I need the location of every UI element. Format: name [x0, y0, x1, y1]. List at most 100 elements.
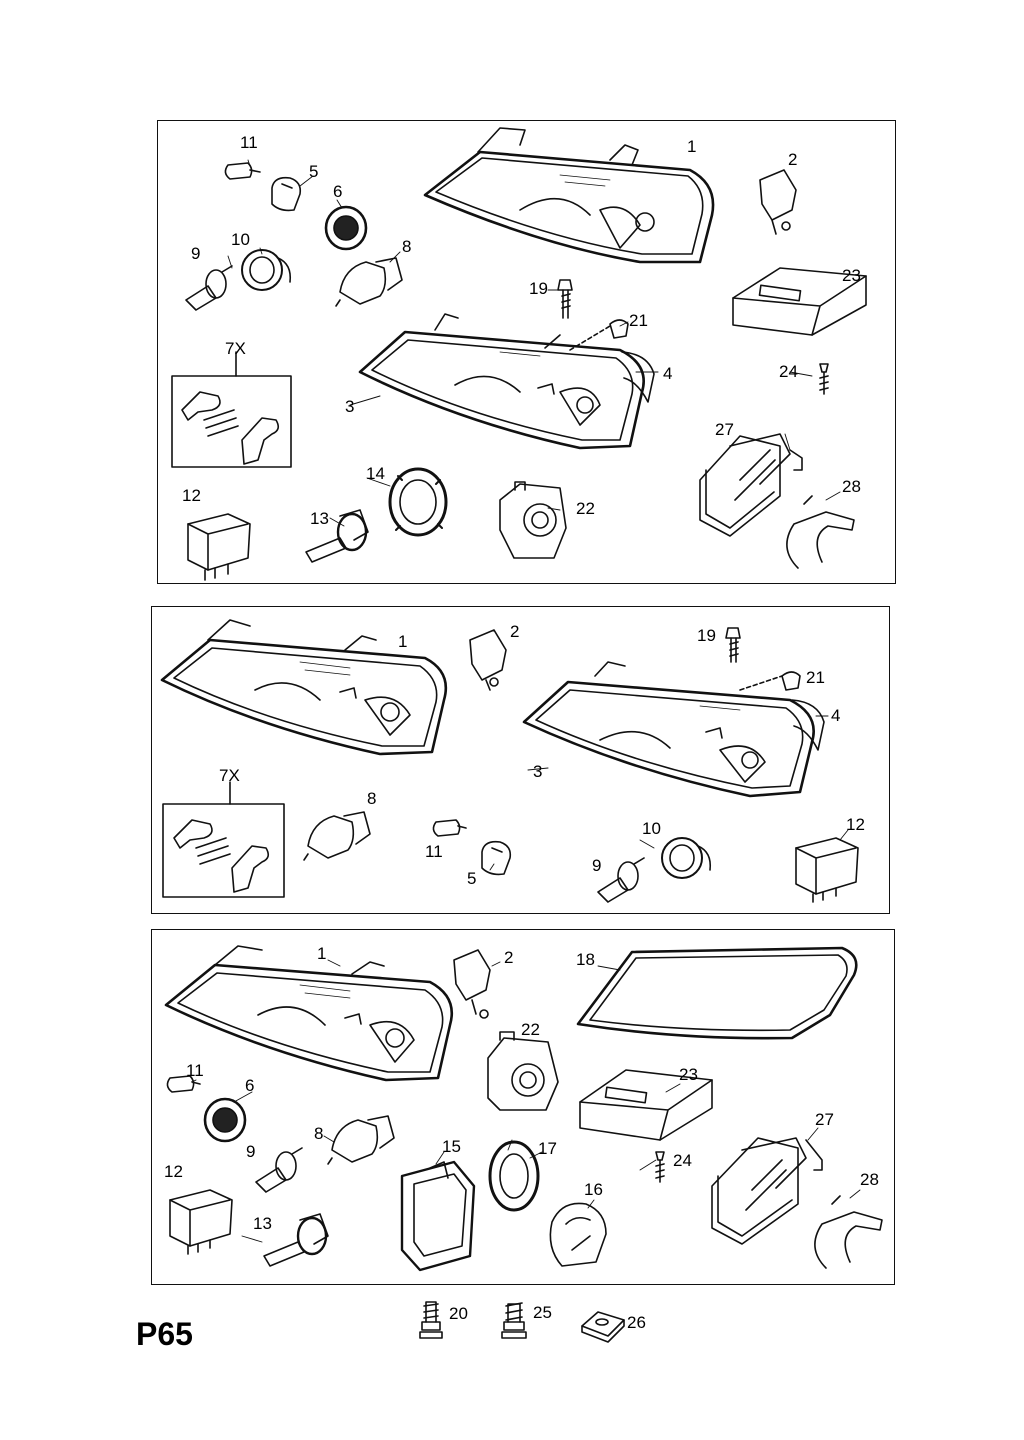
callout-28: 28 [842, 477, 861, 496]
retaining-ring-17 [488, 1140, 540, 1212]
level-sensor-2-mid [469, 629, 507, 691]
bracket-27-bot [711, 1137, 823, 1245]
bolt-19-mid [725, 627, 741, 663]
wiring-kit-7x-mid [162, 781, 285, 898]
bolt-19 [557, 279, 573, 319]
callout-27: 27 [715, 420, 734, 439]
callout-15-bot: 15 [442, 1137, 461, 1156]
lens-18 [576, 946, 858, 1040]
callout-10-mid: 10 [642, 819, 661, 838]
relay-12-mid [795, 837, 859, 903]
callout-12-bot: 12 [164, 1162, 183, 1181]
panel-middle [151, 606, 890, 914]
grommet-6 [324, 205, 368, 251]
relay-12 [187, 513, 251, 581]
level-sensor-2 [759, 169, 797, 235]
clip-28 [786, 495, 855, 569]
page-code: P65 [136, 1316, 193, 1352]
bulb-8 [335, 257, 403, 307]
callout-1: 1 [687, 137, 697, 156]
callout-8: 8 [402, 237, 412, 256]
callout-27-bot: 27 [815, 1110, 834, 1129]
bulb-8-mid [303, 811, 371, 861]
bulb-cover-10-mid [661, 837, 712, 879]
clip-nut-26 [581, 1311, 625, 1343]
relay-12-bot [169, 1189, 233, 1255]
callout-7x-mid: 7X [219, 766, 240, 785]
bulb-cover-10 [241, 249, 292, 291]
callout-5: 5 [309, 162, 319, 181]
callout-22-bot: 22 [521, 1020, 540, 1039]
callout-23-bot: 23 [679, 1065, 698, 1084]
bulb-11-mid [432, 819, 467, 837]
callout-19: 19 [529, 279, 548, 298]
callout-3-mid: 3 [533, 762, 543, 781]
callout-9-mid: 9 [592, 856, 602, 875]
nut-21-mid [739, 671, 801, 691]
panel-top [157, 120, 896, 584]
headlamp-assembly-1-bot [164, 945, 454, 1082]
callout-23: 23 [842, 266, 861, 285]
callout-11-bot: 11 [186, 1061, 204, 1080]
headlamp-assembly-1 [423, 127, 715, 264]
bulb-9-mid [597, 857, 645, 903]
callout-19-mid: 19 [697, 626, 716, 645]
screw-24-bot [655, 1151, 665, 1183]
headlamp-assembly-3 [358, 313, 645, 450]
callout-24: 24 [779, 362, 798, 381]
cover-4 [621, 351, 655, 403]
cap-16 [549, 1202, 607, 1267]
frame-15 [400, 1160, 476, 1272]
adjuster-motor-13 [305, 509, 369, 563]
bulb-9-bot [255, 1147, 303, 1193]
callout-25: 25 [533, 1303, 552, 1322]
callout-7x: 7X [225, 339, 246, 358]
callout-1-bot: 1 [317, 944, 327, 963]
callout-14: 14 [366, 464, 385, 483]
bulb-holder-5 [271, 176, 302, 212]
callout-11-mid: 11 [425, 842, 443, 861]
callout-2-bot: 2 [504, 948, 514, 967]
headlamp-assembly-1-mid [160, 619, 448, 756]
callout-9-bot: 9 [246, 1142, 256, 1161]
callout-2: 2 [788, 150, 798, 169]
callout-4-mid: 4 [831, 706, 841, 725]
callout-22: 22 [576, 499, 595, 518]
grommet-6-bot [203, 1097, 247, 1143]
callout-18-bot: 18 [576, 950, 595, 969]
callout-21: 21 [629, 311, 648, 330]
callout-5-mid: 5 [467, 869, 477, 888]
bulb-8-bot [327, 1115, 395, 1165]
igniter-housing-22 [499, 481, 567, 559]
cover-4-mid [791, 699, 825, 751]
adjuster-motor-13-bot [263, 1213, 329, 1267]
callout-8-mid: 8 [367, 789, 377, 808]
bolt-25 [501, 1302, 527, 1339]
callout-3: 3 [345, 397, 355, 416]
headlamp-assembly-3-mid [522, 661, 815, 798]
callout-16-bot: 16 [584, 1180, 603, 1199]
callout-28-bot: 28 [860, 1170, 879, 1189]
screw-24 [819, 363, 829, 395]
callout-9: 9 [191, 244, 201, 263]
callout-21-mid: 21 [806, 668, 825, 687]
callout-6: 6 [333, 182, 343, 201]
wiring-kit-7x [171, 351, 292, 468]
control-unit-23 [732, 267, 867, 336]
callout-11: 11 [240, 133, 258, 152]
callout-20: 20 [449, 1304, 468, 1323]
igniter-housing-22-bot [487, 1031, 559, 1111]
bulb-11 [224, 162, 261, 180]
callout-13: 13 [310, 509, 329, 528]
callout-2-mid: 2 [510, 622, 520, 641]
callout-13-bot: 13 [253, 1214, 272, 1233]
bracket-27 [699, 433, 803, 537]
callout-12: 12 [182, 486, 201, 505]
level-sensor-2-bot [453, 949, 491, 1019]
bulb-9 [185, 265, 233, 311]
control-unit-23-bot [579, 1069, 713, 1141]
callout-17-bot: 17 [538, 1139, 557, 1158]
panel-bottom [151, 929, 895, 1285]
callout-26: 26 [627, 1313, 646, 1332]
